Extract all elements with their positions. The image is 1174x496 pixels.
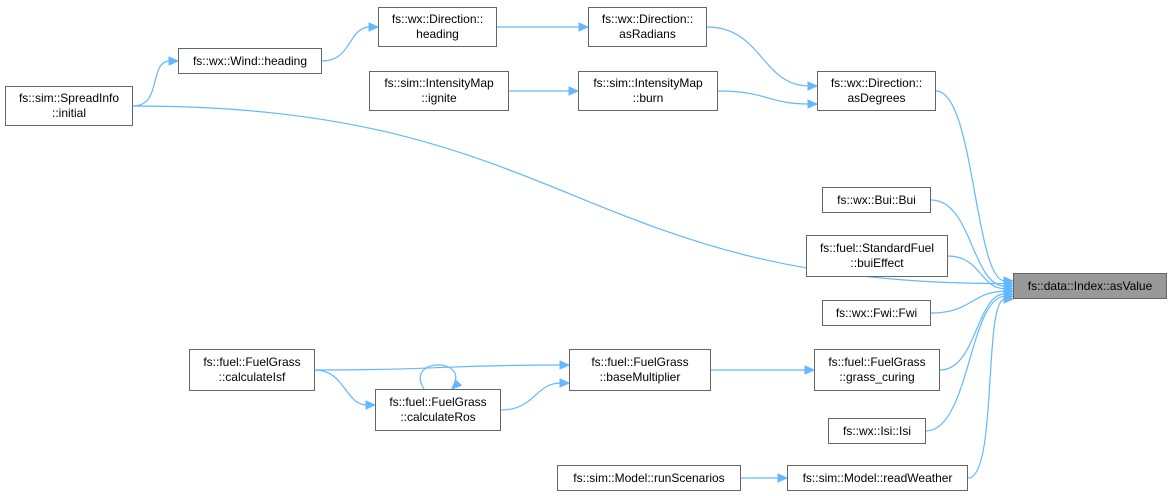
edge-as_radians-to-as_degrees xyxy=(706,26,819,91)
edge-bui_effect-to-as_value xyxy=(947,255,1015,294)
node-label-line: ::calculateIsf xyxy=(218,370,286,384)
edge-arrowhead xyxy=(578,22,590,32)
node-intensitymap-burn[interactable]: fs::sim::IntensityMap::burn xyxy=(578,71,718,111)
node-label-line: fs::data::Index::asValue xyxy=(1027,278,1153,293)
edge-arrowhead xyxy=(568,86,580,96)
edge-arrowhead xyxy=(168,56,180,66)
edge-line xyxy=(930,199,1006,287)
edge-line xyxy=(314,364,562,371)
node-label-line: ::initial xyxy=(51,106,86,120)
edge-arrowhead xyxy=(365,400,377,410)
edge-read_weather-to-as_value xyxy=(967,294,1015,479)
node-label-line: asDegrees xyxy=(847,91,906,105)
edge-run_scenarios-to-read_weather xyxy=(741,473,789,483)
edge-im_ignite-to-im_burn xyxy=(509,86,580,96)
node-as-value: fs::data::Index::asValue xyxy=(1013,273,1167,299)
edge-im_burn-to-as_degrees xyxy=(717,90,819,109)
edge-line xyxy=(930,290,1006,314)
node-label-line: asRadians xyxy=(619,27,676,41)
edge-line xyxy=(500,382,562,411)
edge-fwi-to-as_value xyxy=(930,286,1015,314)
edge-arrowhead xyxy=(559,378,571,388)
node-label-line: fs::fuel::FuelGrass xyxy=(389,395,487,409)
node-label-line: fs::wx::Fwi::Fwi xyxy=(835,305,918,320)
node-label-line: fs::wx::Direction:: xyxy=(601,12,694,26)
node-label-line: fs::sim::SpreadInfo xyxy=(18,91,120,105)
edge-line xyxy=(706,26,810,87)
node-label-line: fs::fuel::FuelGrass xyxy=(591,355,689,369)
edge-heading_dir-to-as_radians xyxy=(497,22,590,32)
node-label-line: fs::fuel::FuelGrass xyxy=(828,355,926,369)
node-fuelgrass-calculateros[interactable]: fs::fuel::FuelGrass::calculateRos xyxy=(375,389,501,431)
edge-arrowhead xyxy=(451,378,463,390)
node-label-line: ::burn xyxy=(632,91,664,105)
node-isi[interactable]: fs::wx::Isi::Isi xyxy=(828,418,926,444)
node-intensitymap-ignite[interactable]: fs::sim::IntensityMap::ignite xyxy=(369,71,509,111)
edge-arrowhead xyxy=(807,99,819,109)
edge-calc_ros-to-base_multiplier xyxy=(500,378,571,411)
edge-line xyxy=(925,295,1006,432)
edge-arrowhead xyxy=(368,22,380,32)
node-label-line: fs::fuel::StandardFuel xyxy=(819,241,935,255)
node-label-line: heading xyxy=(416,27,459,41)
node-label-line: fs::fuel::FuelGrass xyxy=(203,355,301,369)
node-fuelgrass-calculateisf[interactable]: fs::fuel::FuelGrass::calculateIsf xyxy=(189,349,315,391)
node-fuelgrass-grass-curing[interactable]: fs::fuel::FuelGrass::grass_curing xyxy=(814,349,940,391)
edge-arrowhead xyxy=(804,365,816,375)
node-wind-heading[interactable]: fs::wx::Wind::heading xyxy=(178,48,322,74)
edge-line xyxy=(935,90,1006,282)
node-label-line: fs::wx::Direction:: xyxy=(391,12,484,26)
node-label-line: fs::wx::Isi::Isi xyxy=(842,423,911,438)
node-as-degrees[interactable]: fs::wx::Direction::asDegrees xyxy=(817,71,936,111)
node-label-line: ::calculateRos xyxy=(400,410,476,424)
node-label-line: fs::wx::Wind::heading xyxy=(192,53,308,68)
node-standardfuel-buieffect[interactable]: fs::fuel::StandardFuel::buiEffect xyxy=(806,235,948,277)
edge-grass_curing-to-as_value xyxy=(939,289,1015,371)
edge-line xyxy=(947,255,1006,290)
edge-line xyxy=(939,293,1006,371)
edge-arrowhead xyxy=(777,473,789,483)
node-label-line: fs::sim::Model::runScenarios xyxy=(573,470,725,485)
edge-arrowhead xyxy=(559,360,571,370)
node-label-line: ::baseMultiplier xyxy=(599,370,681,384)
node-direction-heading[interactable]: fs::wx::Direction::heading xyxy=(378,7,497,47)
edge-base_multiplier-to-grass_curing xyxy=(710,365,816,375)
node-label-line: fs::sim::Model::readWeather xyxy=(802,470,953,485)
node-as-radians[interactable]: fs::wx::Direction::asRadians xyxy=(588,7,707,47)
edge-calc_ros-to-calc_ros xyxy=(419,364,463,390)
edge-arrowhead xyxy=(1003,294,1015,304)
edge-calc_isf-to-calc_ros xyxy=(314,369,377,410)
node-fuelgrass-basemultiplier[interactable]: fs::fuel::FuelGrass::baseMultiplier xyxy=(569,349,711,391)
node-label-line: fs::sim::IntensityMap xyxy=(593,76,703,90)
edge-line xyxy=(967,298,1006,479)
edge-calc_isf-to-base_multiplier xyxy=(314,360,571,371)
node-spreadinfo-initial[interactable]: fs::sim::SpreadInfo::initial xyxy=(5,86,133,126)
edge-line xyxy=(321,26,371,62)
edge-line xyxy=(419,364,457,390)
node-model-readweather[interactable]: fs::sim::Model::readWeather xyxy=(787,465,968,491)
node-model-runscenarios[interactable]: fs::sim::Model::runScenarios xyxy=(557,465,741,491)
edge-line xyxy=(132,60,171,107)
edge-wind_heading-to-heading_dir xyxy=(321,22,380,62)
edge-line xyxy=(314,369,368,406)
node-label-line: ::ignite xyxy=(421,91,457,105)
edge-arrowhead xyxy=(807,81,819,91)
edge-line xyxy=(717,90,810,105)
edge-spread_initial-to-wind_heading xyxy=(132,56,180,107)
node-label-line: fs::wx::Bui::Bui xyxy=(837,192,916,207)
node-label-line: fs::wx::Direction:: xyxy=(830,76,923,90)
node-label-line: ::buiEffect xyxy=(850,256,904,270)
node-label-line: ::grass_curing xyxy=(839,370,915,384)
node-label-line: fs::sim::IntensityMap xyxy=(384,76,494,90)
node-fwi[interactable]: fs::wx::Fwi::Fwi xyxy=(822,300,931,326)
node-bui[interactable]: fs::wx::Bui::Bui xyxy=(822,187,931,213)
